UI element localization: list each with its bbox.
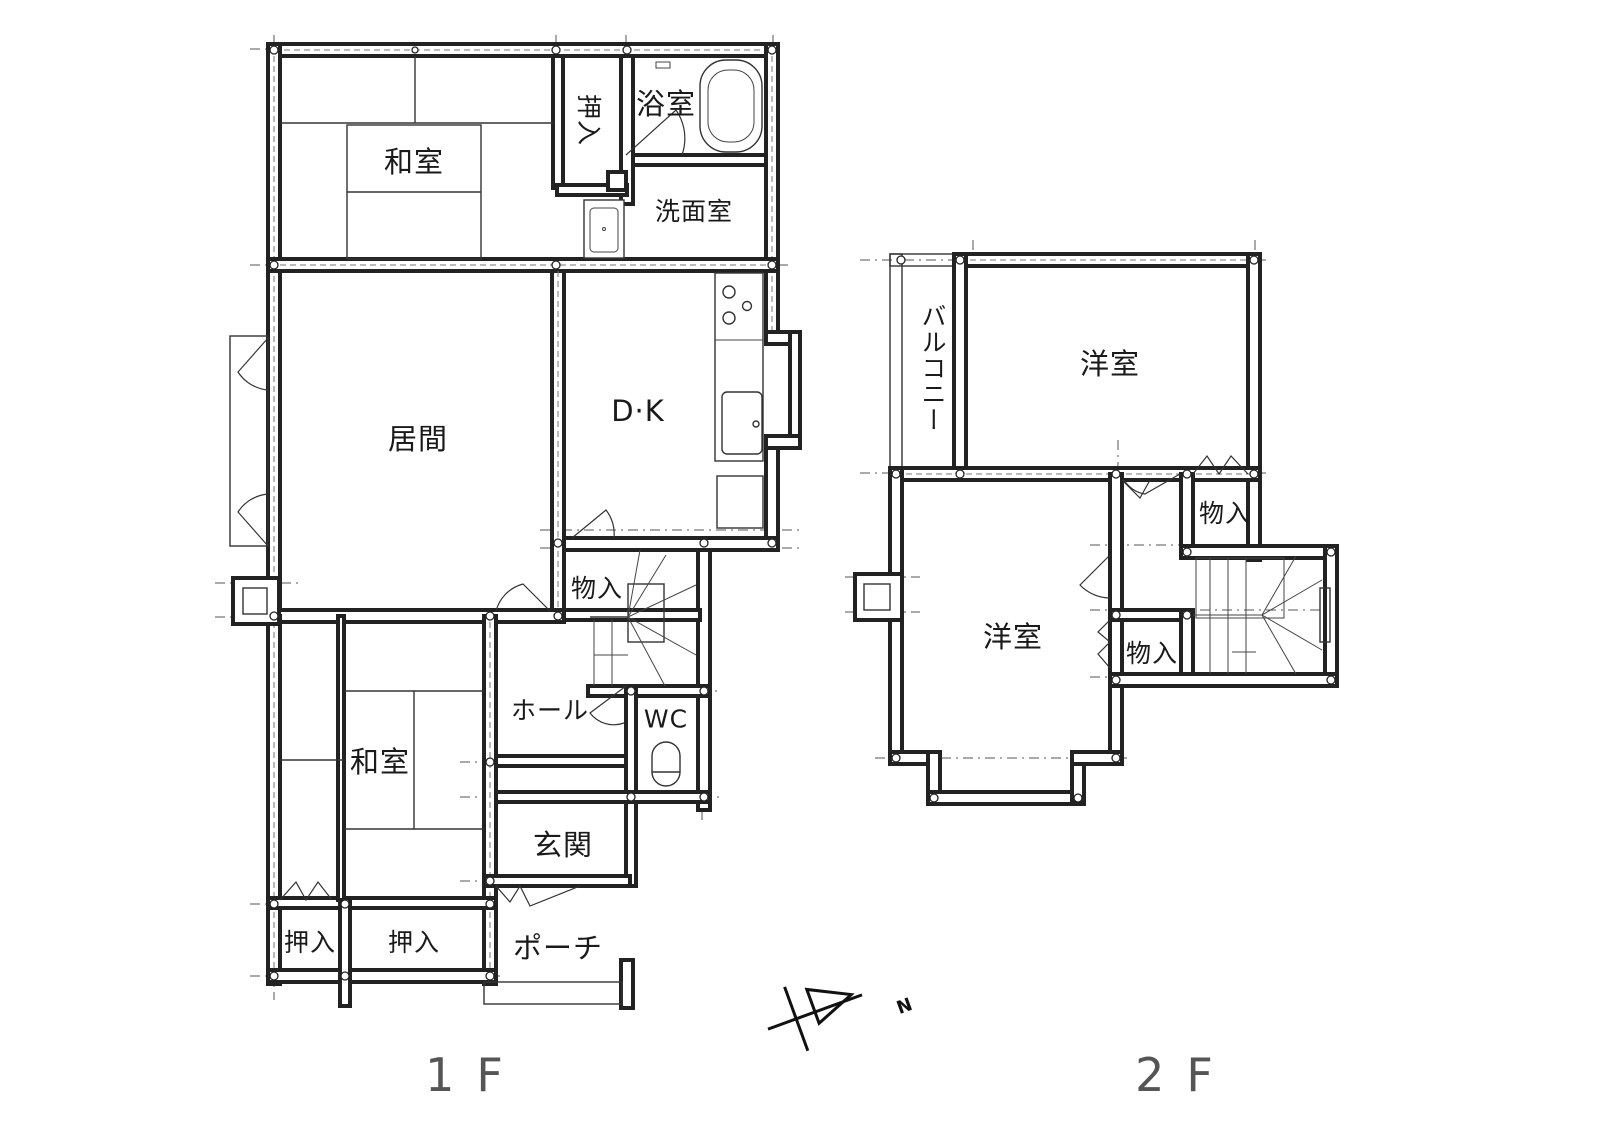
room-label-oshiire-south: 押入 xyxy=(387,928,441,957)
columns-2f xyxy=(891,255,1336,803)
floor-label-2f: 2F xyxy=(1135,1048,1235,1102)
room-label-washitsu-north: 和室 xyxy=(383,145,445,179)
floor-label-1f: 1F xyxy=(425,1048,525,1102)
wash-basin xyxy=(583,199,625,259)
north-arrow-icon xyxy=(767,986,863,1052)
room-label-living: 居間 xyxy=(387,422,449,456)
tatami-lines-south xyxy=(280,690,484,830)
room-label-hall: ホール xyxy=(510,696,590,725)
walls-2f xyxy=(853,252,1339,806)
columns-1f xyxy=(269,45,777,981)
room-label-balcony: バルコニー xyxy=(918,303,947,433)
room-label-dining-kitchen: D·K xyxy=(611,394,665,428)
doors-2f xyxy=(1079,454,1249,669)
room-label-oshiire-north: 押入 xyxy=(574,93,603,147)
room-label-washitsu-south: 和室 xyxy=(349,745,411,779)
room-label-entrance: 玄関 xyxy=(532,828,594,862)
room-label-storage-stair: 物入 xyxy=(570,574,624,603)
room-label-western-room-north: 洋室 xyxy=(1079,347,1141,381)
room-label-porch: ポーチ xyxy=(512,931,604,965)
grid-lines-1f xyxy=(215,35,800,1010)
room-label-oshiire-south-small: 押入 xyxy=(283,928,337,957)
stairs-2f xyxy=(1193,555,1331,675)
bathtub xyxy=(655,59,763,153)
doors-1f xyxy=(229,109,686,1005)
room-label-storage-south: 物入 xyxy=(1125,639,1179,668)
room-label-wc: WC xyxy=(643,704,689,734)
kitchen-counter xyxy=(714,272,764,529)
room-label-storage-north: 物入 xyxy=(1198,499,1252,528)
tatami-lines-north xyxy=(280,56,553,260)
walls-1f xyxy=(231,42,802,1010)
room-label-western-room-south: 洋室 xyxy=(982,620,1044,654)
toilet xyxy=(651,741,681,787)
stairs-1f xyxy=(590,549,697,687)
room-label-bathroom: 浴室 xyxy=(635,87,697,121)
room-label-washroom: 洗面室 xyxy=(654,197,734,226)
